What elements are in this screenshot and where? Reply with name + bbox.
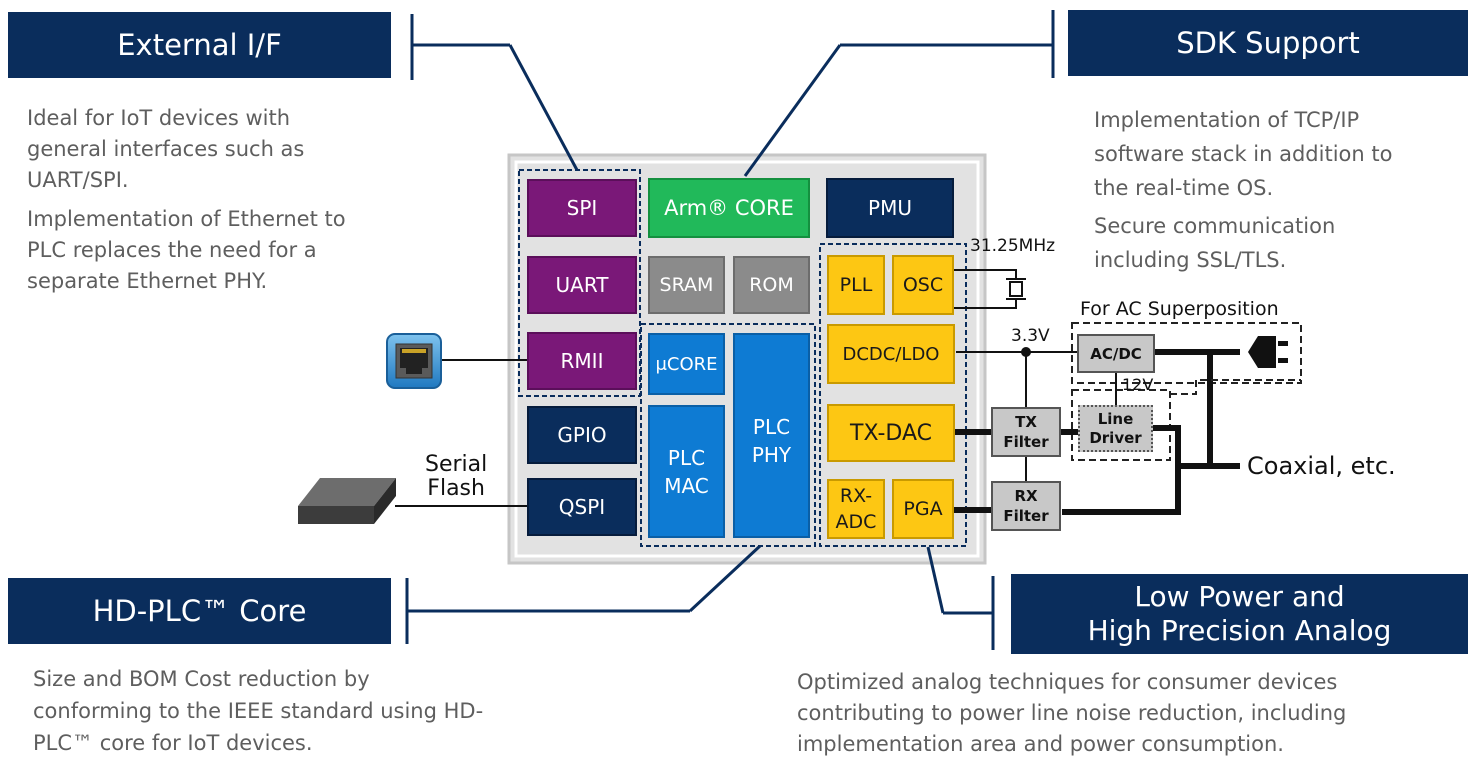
- tx-filter-label: TX Filter: [1003, 413, 1049, 451]
- banner-sdk-support-text: SDK Support: [1176, 26, 1360, 60]
- rmii-block: RMII: [527, 332, 637, 390]
- plc-phy-label: PLC PHY: [751, 415, 792, 467]
- serial-flash-chip-icon: [298, 478, 396, 526]
- voltage-3v3-label: 3.3V: [1011, 326, 1050, 346]
- rx-adc-label: RX-ADC: [835, 485, 877, 533]
- ucore-label: μCORE: [655, 353, 718, 375]
- arm-core-label: Arm® CORE: [664, 196, 794, 220]
- external-if-desc-1: Ideal for IoT devices with general inter…: [27, 106, 305, 192]
- rx-adc-block: RX-ADC: [827, 479, 885, 539]
- pga-label: PGA: [903, 498, 943, 520]
- external-if-description: Ideal for IoT devices with general inter…: [27, 103, 367, 297]
- banner-external-if-text: External I/F: [117, 28, 282, 62]
- line-driver-block: Line Driver: [1078, 405, 1153, 452]
- banner-low-power-line2: High Precision Analog: [1087, 614, 1392, 647]
- line-driver-label: Line Driver: [1089, 409, 1142, 447]
- rmii-label: RMII: [560, 349, 604, 373]
- ac-superposition-label: For AC Superposition: [1080, 298, 1279, 320]
- spi-block: SPI: [527, 179, 637, 237]
- ac-superposition-outline: [1071, 322, 1302, 384]
- analog-desc-1: Optimized analog techniques for consumer…: [797, 670, 1347, 756]
- uart-block: UART: [527, 256, 637, 314]
- sram-block: SRAM: [648, 256, 725, 314]
- arm-core-block: Arm® CORE: [648, 178, 810, 238]
- analog-group-outline: [819, 243, 967, 547]
- dcdc-ldo-label: DCDC/LDO: [842, 343, 940, 365]
- serial-flash-label: Serial Flash: [425, 453, 487, 501]
- banner-sdk-support: SDK Support: [1068, 10, 1468, 76]
- pmu-label: PMU: [868, 196, 912, 220]
- tx-filter-block: TX Filter: [991, 407, 1061, 457]
- dcdc-ldo-block: DCDC/LDO: [827, 324, 955, 384]
- external-if-desc-2: Implementation of Ethernet to PLC replac…: [27, 207, 346, 293]
- ethernet-port-icon: [386, 333, 442, 389]
- osc-label: OSC: [902, 274, 944, 296]
- core-desc-1: Size and BOM Cost reduction by conformin…: [33, 667, 484, 755]
- power-plug-icon: [1234, 330, 1290, 374]
- analog-description: Optimized analog techniques for consumer…: [797, 667, 1462, 760]
- qspi-block: QSPI: [527, 478, 637, 536]
- sdk-desc-2: Secure communication including SSL/TLS.: [1094, 214, 1336, 272]
- plc-mac-block: PLC MAC: [648, 405, 725, 538]
- pll-label: PLL: [839, 274, 873, 296]
- ac-dc-block: AC/DC: [1077, 334, 1155, 373]
- tx-dac-label: TX-DAC: [850, 420, 932, 446]
- rom-label: ROM: [749, 274, 794, 296]
- banner-low-power: Low Power and High Precision Analog: [1011, 574, 1468, 654]
- interface-group-outline: [518, 169, 641, 397]
- osc-block: OSC: [892, 255, 954, 315]
- plc-phy-block: PLC PHY: [733, 333, 810, 538]
- tx-dac-block: TX-DAC: [827, 404, 955, 462]
- rx-filter-label: RX Filter: [1003, 487, 1049, 525]
- pga-block: PGA: [892, 479, 954, 539]
- uart-label: UART: [555, 273, 609, 297]
- rx-filter-block: RX Filter: [991, 481, 1061, 531]
- banner-hd-plc-core-text: HD-PLC™ Core: [92, 594, 307, 628]
- serial-flash-line1: Serial: [425, 452, 488, 477]
- ac-dc-label: AC/DC: [1090, 344, 1142, 363]
- sdk-desc-1: Implementation of TCP/IP software stack …: [1094, 108, 1393, 200]
- core-description: Size and BOM Cost reduction by conformin…: [33, 663, 493, 759]
- serial-flash-line2: Flash: [427, 476, 485, 501]
- spi-label: SPI: [566, 196, 598, 220]
- coaxial-label: Coaxial, etc.: [1247, 452, 1396, 480]
- banner-hd-plc-core: HD-PLC™ Core: [8, 578, 391, 644]
- banner-low-power-line1: Low Power and: [1134, 580, 1345, 613]
- qspi-label: QSPI: [558, 495, 606, 519]
- banner-external-if: External I/F: [8, 12, 391, 78]
- sram-label: SRAM: [659, 274, 714, 296]
- crystal-oscillator-icon: [1008, 280, 1024, 300]
- sdk-description: Implementation of TCP/IP software stack …: [1094, 103, 1404, 277]
- pll-block: PLL: [827, 255, 885, 315]
- rom-block: ROM: [733, 256, 810, 314]
- crystal-frequency-label: 31.25MHz: [970, 236, 1056, 256]
- gpio-block: GPIO: [527, 406, 637, 464]
- pmu-block: PMU: [826, 178, 954, 238]
- plc-group-outline: [640, 323, 816, 547]
- ucore-block: μCORE: [648, 333, 725, 395]
- voltage-12v-label: 12V: [1122, 375, 1154, 394]
- gpio-label: GPIO: [557, 423, 607, 447]
- plc-mac-label: PLC MAC: [664, 445, 709, 498]
